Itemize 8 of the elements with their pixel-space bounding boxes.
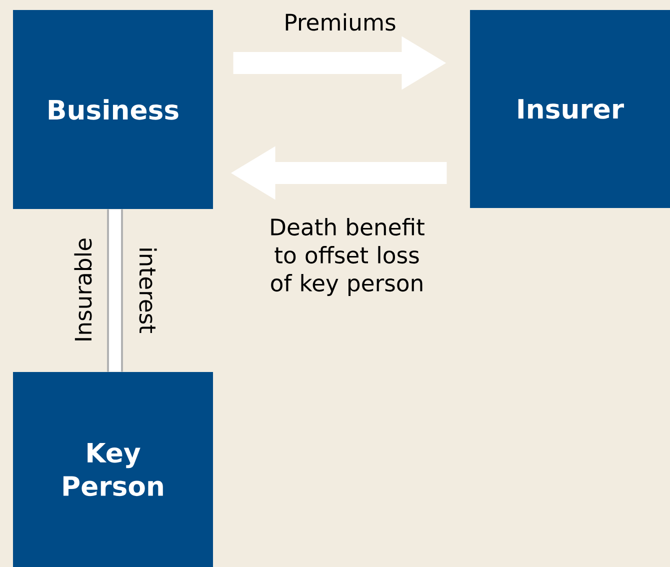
entity-box: Business [13,10,213,209]
edge-label: Insurable [74,238,92,340]
entity-box: Insurer [470,10,670,208]
connector-bar [107,209,123,372]
side-label: interest [139,248,157,333]
edge-label: Death benefit to offset loss of key person [271,218,424,296]
edge-label: Premiums [286,13,396,31]
entity-box: Key Person [13,372,213,567]
